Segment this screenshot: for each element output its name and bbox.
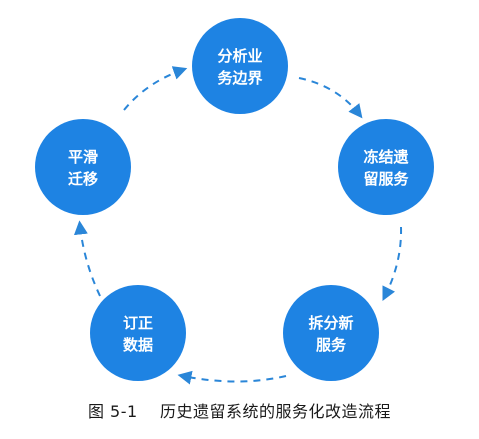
node-circle [338, 119, 434, 215]
node-label-line-2: 迁移 [68, 170, 98, 188]
node-revise-data: 订正 数据 [90, 285, 186, 381]
figure-caption: 图 5-1 历史遗留系统的服务化改造流程 [0, 398, 479, 422]
node-analyze-business-boundary: 分析业 务边界 [192, 18, 288, 114]
arrow-revise-to-migrate [73, 220, 101, 297]
node-circle [283, 285, 379, 381]
node-label-line-2: 务边界 [217, 69, 262, 87]
node-smooth-migration: 平滑 迁移 [35, 119, 131, 215]
arrow-freeze-to-split [382, 226, 403, 302]
node-label-line-1: 冻结遗 [363, 148, 408, 166]
node-label-line-2: 数据 [123, 336, 153, 354]
node-label-line-2: 服务 [316, 336, 347, 354]
arrow-migrate-to-analyze [123, 66, 188, 111]
node-circle [192, 18, 288, 114]
connector-arrows [73, 66, 403, 385]
node-label-line-1: 订正 [123, 314, 153, 332]
node-label-line-1: 拆分新 [308, 314, 353, 332]
arrow-split-to-revise [177, 370, 287, 385]
figure-title: 历史遗留系统的服务化改造流程 [160, 402, 392, 421]
node-circle [90, 285, 186, 381]
node-label-line-1: 平滑 [68, 148, 98, 166]
node-label-line-2: 留服务 [363, 170, 409, 188]
node-circle [35, 119, 131, 215]
node-split-new-service: 拆分新 服务 [283, 285, 379, 381]
node-freeze-legacy-service: 冻结遗 留服务 [338, 119, 434, 215]
figure-number: 图 5-1 [87, 402, 138, 421]
arrow-analyze-to-freeze [298, 77, 363, 119]
node-label-line-1: 分析业 [217, 47, 262, 65]
